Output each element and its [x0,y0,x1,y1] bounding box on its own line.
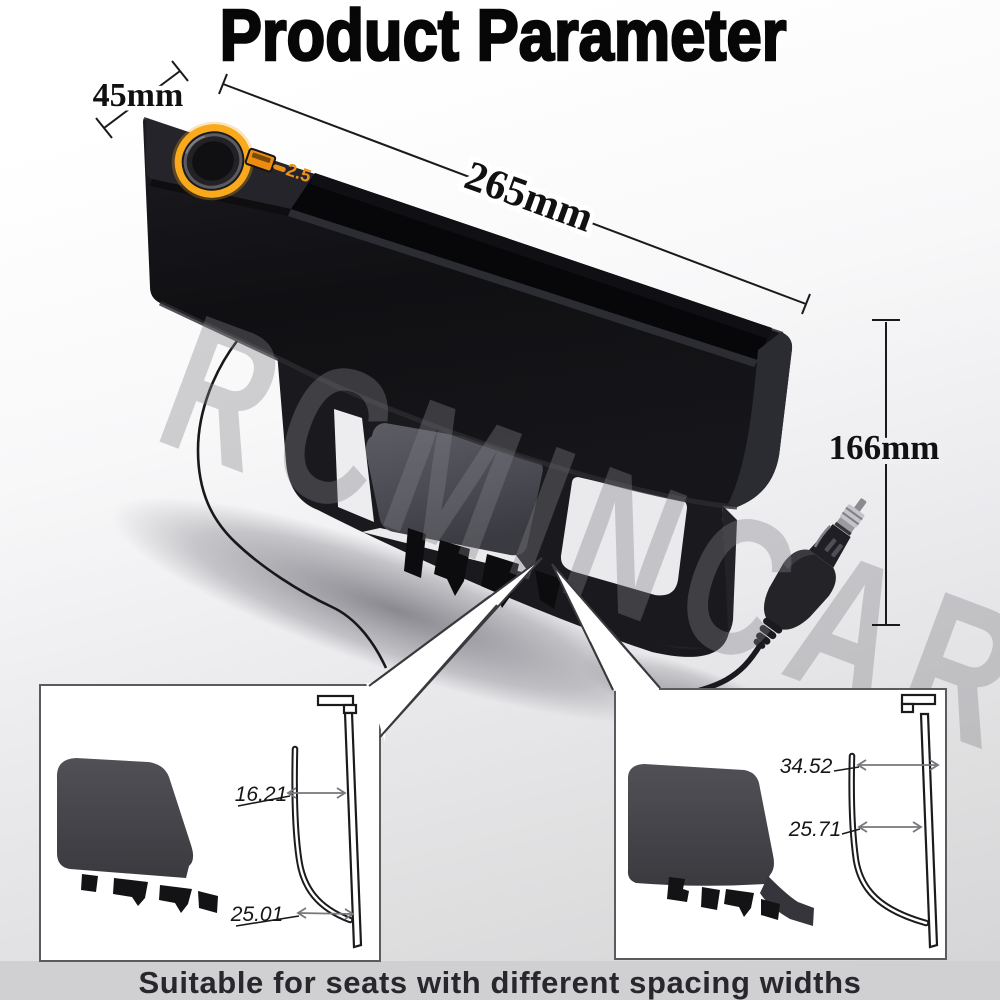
svg-text:265mm: 265mm [459,153,600,242]
svg-text:Product Parameter: Product Parameter [220,0,787,76]
svg-text:16.21: 16.21 [235,783,288,806]
svg-text:166mm: 166mm [829,428,940,467]
svg-text:25.01: 25.01 [230,903,284,926]
svg-text:25.71: 25.71 [788,818,842,841]
svg-text:Suitable for seats with differ: Suitable for seats with different spacin… [139,965,862,1000]
svg-text:34.52: 34.52 [780,755,833,778]
svg-text:45mm: 45mm [93,77,184,114]
